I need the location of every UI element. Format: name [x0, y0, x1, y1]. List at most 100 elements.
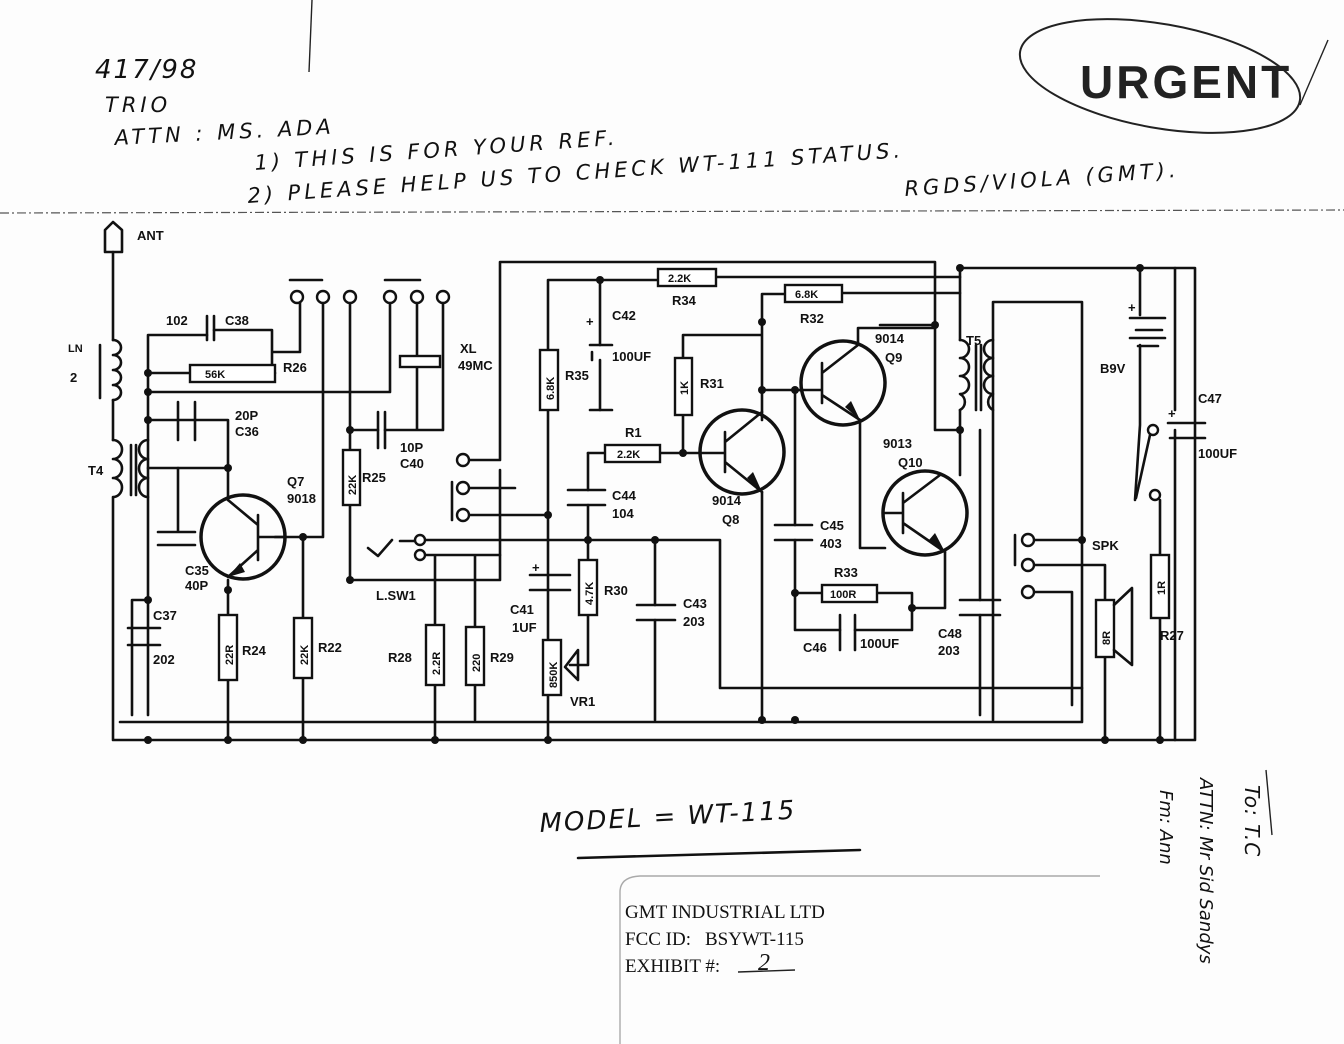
r1-ref: R1: [625, 425, 642, 440]
separator-line: [0, 209, 1344, 214]
c45-value: 403: [820, 536, 842, 551]
c43-value: 203: [683, 614, 705, 629]
capacitor-c44: C44 104: [566, 488, 637, 521]
capacitor-c41: + C41 1UF: [510, 560, 572, 635]
coil-ln-label: LN: [68, 343, 83, 355]
transistor-q10: 9013 Q10: [881, 436, 969, 557]
capacitor-c43: C43 203: [635, 596, 707, 629]
coil-ln-number: 2: [70, 370, 77, 385]
urgent-stamp: URGENT: [1018, 18, 1329, 134]
r22-value: 22K: [299, 645, 311, 665]
side-note-to: To: T.C: [1240, 785, 1264, 857]
resistor-r33: 100R R33: [820, 565, 879, 604]
q10-type: 9013: [883, 436, 912, 451]
q9-ref: Q9: [885, 350, 902, 365]
r25-ref: R25: [362, 470, 386, 485]
transistor-q7: Q7 9018: [199, 474, 316, 581]
c38-ref: C38: [225, 313, 249, 328]
r29-value: 220: [471, 654, 483, 672]
speaker-label: SPK: [1092, 538, 1119, 553]
xl-value: 49MC: [458, 358, 493, 373]
resistor-r29: 220 R29: [464, 625, 514, 687]
xl-label: XL: [460, 341, 477, 356]
r33-ref: R33: [834, 565, 858, 580]
r32-ref: R32: [800, 311, 824, 326]
r35-ref: R35: [565, 368, 589, 383]
c45-ref: C45: [820, 518, 844, 533]
q7-ref: Q7: [287, 474, 304, 489]
r28-value: 2.2R: [431, 652, 443, 675]
model-underline: [576, 848, 862, 860]
transistor-q8: 9014 Q8: [698, 408, 786, 527]
c42-value: 100UF: [612, 349, 651, 364]
crystal-xl: XL 49MC: [398, 341, 493, 373]
resistor-r28: 2.2R R28: [388, 623, 446, 687]
c47-value: 100UF: [1198, 446, 1237, 461]
side-note-from: Fm: Ann: [1155, 790, 1176, 865]
capacitor-c40: 10P C40: [376, 410, 424, 471]
r32-value: 6.8K: [795, 289, 818, 301]
resistor-r22: 22K R22: [292, 616, 342, 680]
r27-value: 1R: [1156, 581, 1168, 595]
note-company: TRIO: [105, 93, 171, 117]
resistor-r35: 6.8K R35: [538, 348, 589, 412]
model-label: MODEL = WT-115: [539, 796, 797, 839]
t4-label: T4: [88, 463, 104, 478]
r25-value: 22K: [347, 475, 359, 495]
resistor-r24: 22R R24: [217, 613, 267, 682]
resistor-r25: 22K R25: [341, 448, 386, 507]
vr1-ref: VR1: [570, 694, 595, 709]
side-note-attn: ATTN: Mr Sid Sandys: [1195, 777, 1216, 964]
coil-ln: LN 2: [68, 338, 123, 402]
capacitor-c46: C46 100UF: [803, 613, 899, 655]
note-attn: ATTN : MS. ADA: [112, 114, 335, 150]
capacitor-c36: 20P C36: [176, 400, 259, 442]
resistor-r30: 4.7K R30: [577, 558, 628, 617]
capacitor-c45: C45 403: [773, 518, 844, 551]
urgent-stamp-text: URGENT: [1080, 56, 1292, 108]
c43-ref: C43: [683, 596, 707, 611]
r1-value: 2.2K: [617, 449, 640, 461]
r33-value: 100R: [830, 589, 856, 601]
capacitor-c35: C35 40P: [156, 466, 209, 593]
c47-ref: C47: [1198, 391, 1222, 406]
resistor-r31: 1K R31: [673, 356, 724, 417]
c35-value: 40P: [185, 578, 208, 593]
speaker-value: 8R: [1101, 631, 1113, 645]
power-switch: [1134, 433, 1152, 500]
fcc-id-label: FCC ID:: [625, 929, 691, 950]
q7-type: 9018: [287, 491, 316, 506]
capacitor-c48: C48 203: [938, 598, 1002, 658]
c42-plus: +: [586, 314, 594, 329]
capacitor-c37: C37 202: [126, 608, 177, 667]
switch-lsw1: [366, 538, 420, 558]
q9-type: 9014: [875, 331, 905, 346]
note-date: 417/98: [95, 55, 198, 85]
capacitor-c42: + C42 100UF: [586, 308, 651, 412]
q8-type: 9014: [712, 493, 742, 508]
connector-terminals: [288, 278, 1162, 600]
transformer-t5: T5: [958, 333, 995, 412]
r31-value: 1K: [679, 381, 691, 395]
capacitor-c38: 102 C38: [166, 313, 249, 342]
margin-line: [308, 0, 313, 73]
c41-ref: C41: [510, 602, 534, 617]
exhibit-number-label: EXHIBIT #:: [625, 956, 720, 977]
c37-ref: C37: [153, 608, 177, 623]
battery-plus: +: [1128, 300, 1136, 315]
exhibit-label-box: GMT INDUSTRIAL LTD FCC ID: BSYWT-115 EXH…: [619, 875, 1100, 1044]
c37-value: 202: [153, 652, 175, 667]
r35-value: 6.8K: [545, 377, 557, 400]
resistor-r26: 56K R26: [188, 360, 307, 384]
r34-value: 2.2K: [668, 273, 691, 285]
r24-value: 22R: [224, 645, 236, 665]
transformer-t4: T4: [88, 438, 150, 499]
side-note: To: T.C ATTN: Mr Sid Sandys Fm: Ann: [1155, 769, 1273, 964]
note-signoff: RGDS/VIOLA (GMT).: [904, 158, 1181, 201]
c35-ref: C35: [185, 563, 209, 578]
r30-value: 4.7K: [584, 582, 596, 605]
speaker: 8R SPK: [1092, 538, 1134, 667]
capacitor-c47: + C47 100UF: [1166, 391, 1237, 461]
